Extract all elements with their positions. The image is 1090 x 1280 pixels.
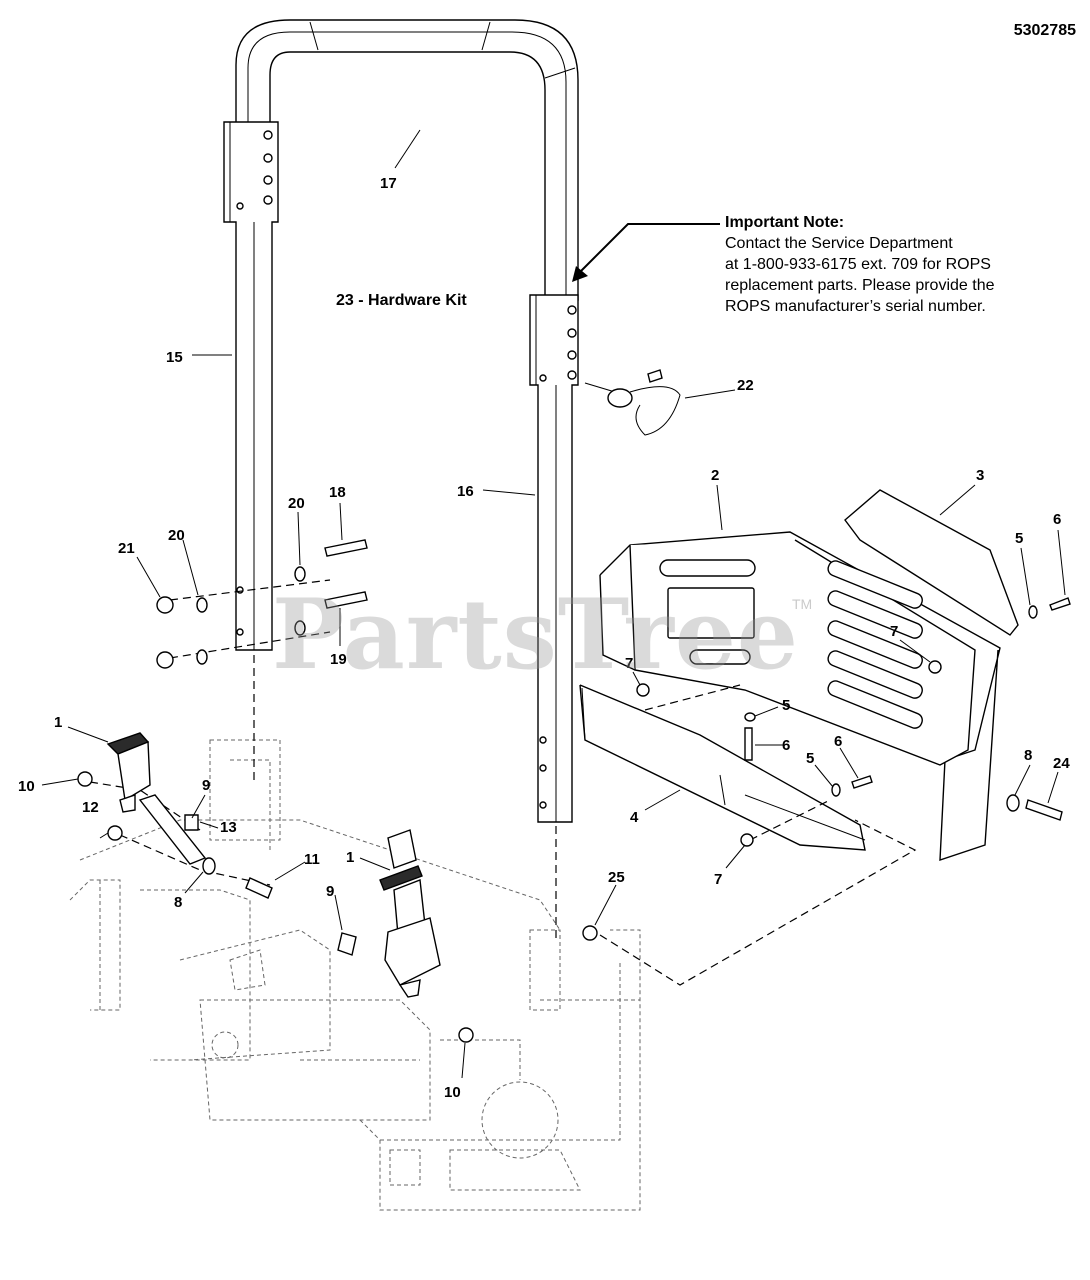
footrest-pan xyxy=(599,531,1001,861)
callout-5: 5 xyxy=(1015,530,1023,547)
callout-12: 12 xyxy=(82,799,99,816)
important-note-line: at 1-800-933-6175 ext. 709 for ROPS xyxy=(725,256,991,273)
callout-9: 9 xyxy=(326,883,334,900)
callout-3: 3 xyxy=(976,467,984,484)
note-arrow xyxy=(572,223,720,282)
callout-6: 6 xyxy=(1053,511,1061,528)
callout-2: 2 xyxy=(711,467,719,484)
important-note: Important Note: Contact the Service Depa… xyxy=(725,212,1065,317)
callout-4: 4 xyxy=(630,809,639,826)
seat-belt-retractor xyxy=(379,829,441,998)
callout-20: 20 xyxy=(168,527,185,544)
callout-9: 9 xyxy=(202,777,210,794)
mounting-strap xyxy=(138,794,207,865)
important-note-line: ROPS manufacturer’s serial number. xyxy=(725,298,986,315)
callout-19: 19 xyxy=(330,651,347,668)
callout-11: 11 xyxy=(304,851,320,868)
callout-22: 22 xyxy=(737,377,754,394)
callout-6: 6 xyxy=(782,737,790,754)
callout-leaders xyxy=(41,129,1066,1079)
callout-25: 25 xyxy=(608,869,625,886)
callout-10: 10 xyxy=(444,1084,461,1101)
watermark: PartsTree xyxy=(272,578,799,691)
callout-7: 7 xyxy=(714,871,722,888)
callout-13: 13 xyxy=(220,819,237,836)
callout-7: 7 xyxy=(625,655,633,672)
important-note-line: Contact the Service Department xyxy=(725,235,953,252)
important-note-line: replacement parts. Please provide the xyxy=(725,277,995,294)
callout-15: 15 xyxy=(166,349,183,366)
callout-21: 21 xyxy=(118,540,135,557)
callout-labels: 17 15 16 22 2 3 5 6 7 7 5 6 5 6 8 24 4 7… xyxy=(18,175,1070,1101)
callout-8: 8 xyxy=(174,894,182,911)
rops-right-upright xyxy=(529,294,579,823)
hardware-kit-label: 23 - Hardware Kit xyxy=(336,292,467,309)
callout-17: 17 xyxy=(380,175,397,192)
callout-6: 6 xyxy=(834,733,842,750)
callout-1: 1 xyxy=(54,714,62,731)
important-note-heading: Important Note: xyxy=(725,214,845,231)
fasteners xyxy=(77,539,1071,1043)
callout-7: 7 xyxy=(890,623,898,640)
side-plate xyxy=(844,489,1019,636)
callout-1: 1 xyxy=(346,849,354,866)
callout-10: 10 xyxy=(18,778,35,795)
tractor-frame-outline xyxy=(69,739,641,1211)
rops-upper-hoop xyxy=(235,19,579,301)
callout-18: 18 xyxy=(329,484,346,501)
support-bracket xyxy=(579,684,866,851)
callout-8: 8 xyxy=(1024,747,1032,764)
assembly-lines xyxy=(89,579,917,986)
callout-24: 24 xyxy=(1053,755,1070,772)
watermark-trademark: TM xyxy=(792,596,813,612)
hitch-pin-with-lanyard xyxy=(584,369,681,436)
callout-5: 5 xyxy=(806,750,814,767)
callout-16: 16 xyxy=(457,483,474,500)
callout-20: 20 xyxy=(288,495,305,512)
seat-belt-buckle xyxy=(106,732,151,813)
rops-left-upright xyxy=(223,121,279,651)
document-number: 5302785 xyxy=(1013,22,1076,39)
callout-5: 5 xyxy=(782,697,790,714)
